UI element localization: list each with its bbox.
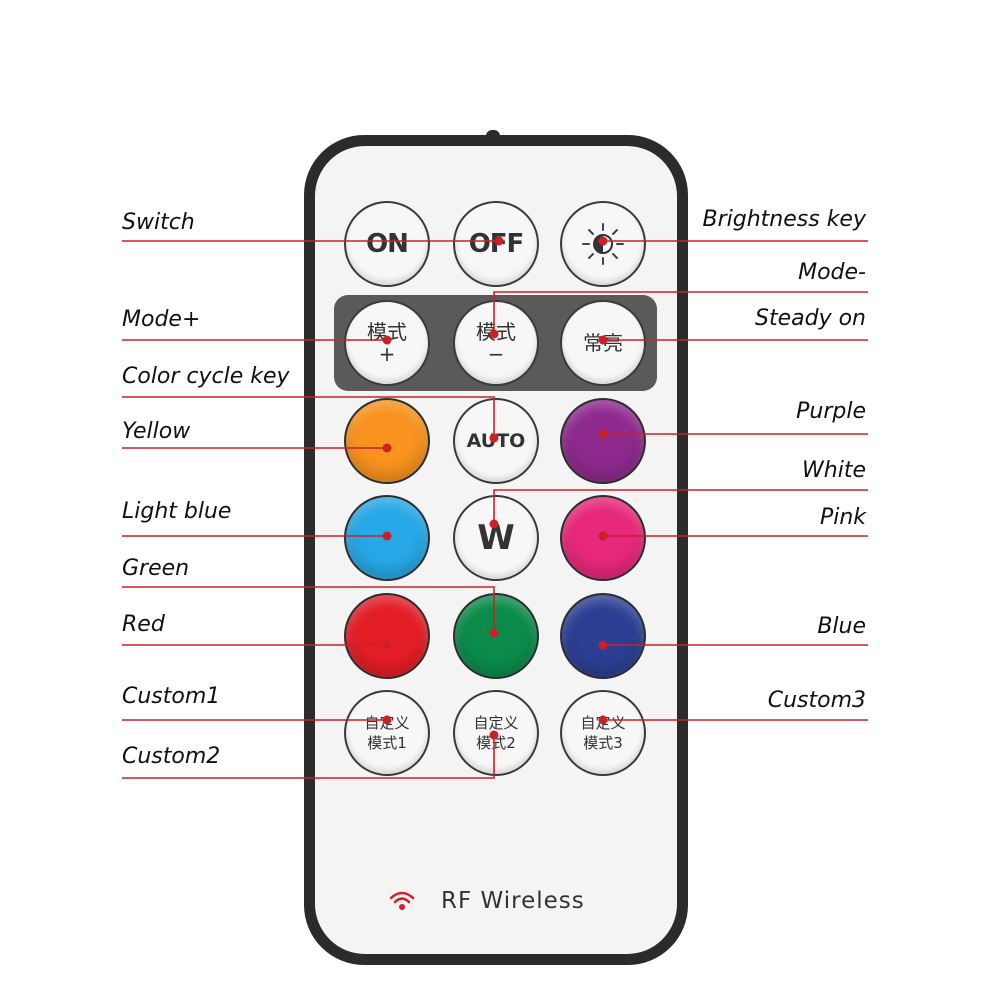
yellow-button[interactable] bbox=[344, 398, 430, 484]
pink-button[interactable] bbox=[560, 495, 646, 581]
label-color-cycle: Color cycle key bbox=[122, 364, 290, 389]
custom3-top: 自定义 bbox=[580, 714, 626, 732]
mode-plus-button[interactable]: 模式 + bbox=[344, 300, 430, 386]
blue-button[interactable] bbox=[560, 593, 646, 679]
rf-wireless-badge: RF Wireless bbox=[389, 888, 585, 914]
brightness-icon bbox=[582, 223, 624, 265]
label-custom3: Custom3 bbox=[767, 688, 866, 713]
mode-plus-top: 模式 bbox=[367, 320, 407, 344]
white-button[interactable]: W bbox=[453, 495, 539, 581]
label-mode-plus: Mode+ bbox=[122, 307, 201, 332]
white-label: W bbox=[477, 518, 515, 558]
label-pink: Pink bbox=[819, 505, 866, 530]
green-button[interactable] bbox=[453, 593, 539, 679]
on-label: ON bbox=[366, 229, 409, 259]
label-switch: Switch bbox=[122, 210, 195, 235]
custom3-button[interactable]: 自定义 模式3 bbox=[560, 690, 646, 776]
purple-button[interactable] bbox=[560, 398, 646, 484]
auto-label: AUTO bbox=[466, 430, 526, 452]
mode-minus-top: 模式 bbox=[476, 320, 516, 344]
label-steady-on: Steady on bbox=[755, 306, 866, 331]
mode-minus-button[interactable]: 模式 − bbox=[453, 300, 539, 386]
custom2-button[interactable]: 自定义 模式2 bbox=[453, 690, 539, 776]
off-button[interactable]: OFF bbox=[453, 201, 539, 287]
remote-top-nub bbox=[486, 130, 500, 138]
label-brightness: Brightness key bbox=[702, 207, 866, 232]
label-red: Red bbox=[122, 612, 165, 637]
label-blue: Blue bbox=[817, 614, 866, 639]
red-button[interactable] bbox=[344, 593, 430, 679]
custom1-top: 自定义 bbox=[364, 714, 410, 732]
steady-on-label: 常亮 bbox=[583, 331, 623, 355]
label-mode-minus: Mode- bbox=[798, 260, 866, 285]
auto-button[interactable]: AUTO bbox=[453, 398, 539, 484]
custom2-bottom: 模式2 bbox=[476, 734, 516, 752]
label-white: White bbox=[802, 458, 866, 483]
mode-minus-bottom: − bbox=[487, 342, 505, 366]
label-green: Green bbox=[122, 556, 190, 581]
label-custom2: Custom2 bbox=[122, 744, 221, 769]
custom1-button[interactable]: 自定义 模式1 bbox=[344, 690, 430, 776]
label-light-blue: Light blue bbox=[122, 499, 232, 524]
custom1-bottom: 模式1 bbox=[367, 734, 407, 752]
wifi-icon bbox=[389, 891, 415, 910]
off-label: OFF bbox=[468, 229, 525, 259]
label-yellow: Yellow bbox=[122, 419, 191, 444]
label-purple: Purple bbox=[796, 399, 866, 424]
light-blue-button[interactable] bbox=[344, 495, 430, 581]
mode-plus-bottom: + bbox=[378, 342, 396, 366]
label-custom1: Custom1 bbox=[122, 684, 221, 709]
custom2-top: 自定义 bbox=[473, 714, 519, 732]
steady-on-button[interactable]: 常亮 bbox=[560, 300, 646, 386]
rf-wireless-label: RF Wireless bbox=[441, 888, 585, 914]
custom3-bottom: 模式3 bbox=[583, 734, 623, 752]
brightness-button[interactable] bbox=[560, 201, 646, 287]
on-button[interactable]: ON bbox=[344, 201, 430, 287]
